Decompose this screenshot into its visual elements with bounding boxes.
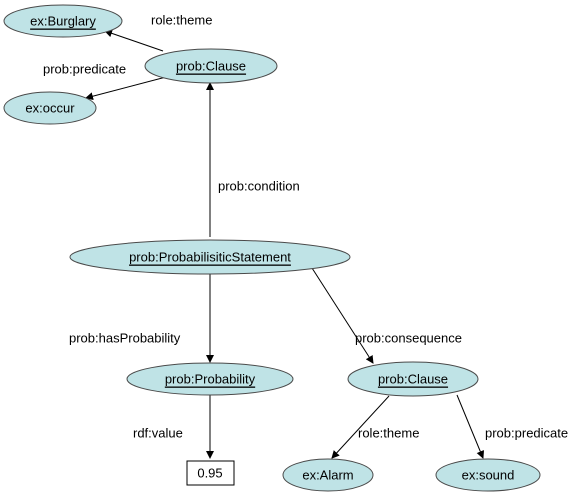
edge-label-has-probability: prob:hasProbability — [69, 331, 181, 346]
edge-labels: role:theme prob:predicate prob:condition… — [43, 13, 568, 441]
node-sound-shape — [435, 458, 541, 492]
edge-bottom-theme — [331, 395, 390, 459]
node-sound-label: ex:sound — [462, 468, 515, 483]
node-alarm[interactable]: ex:Alarm — [282, 458, 374, 492]
node-clause-top-label: prob:Clause — [176, 59, 246, 74]
edge-label-consequence: prob:consequence — [355, 331, 462, 346]
node-probability[interactable]: prob:Probability — [126, 362, 294, 396]
node-clause-bottom-label: prob:Clause — [378, 372, 448, 387]
node-occur[interactable]: ex:occur — [3, 91, 97, 125]
node-sound[interactable]: ex:sound — [435, 458, 541, 492]
edge-label-top-predicate: prob:predicate — [43, 62, 126, 77]
edge-top-predicate — [85, 76, 167, 101]
node-burglary[interactable]: ex:Burglary — [3, 4, 123, 38]
node-alarm-label: ex:Alarm — [302, 468, 353, 483]
node-value-label: 0.95 — [197, 466, 222, 481]
node-clause-top-shape — [144, 48, 278, 84]
node-clause-top[interactable]: prob:Clause — [144, 48, 278, 84]
edge-label-rdf-value: rdf:value — [133, 426, 183, 441]
node-value[interactable]: 0.95 — [186, 460, 235, 486]
edge-label-top-theme: role:theme — [151, 13, 212, 28]
node-probability-label: prob:Probability — [165, 372, 256, 387]
node-burglary-shape — [3, 4, 123, 38]
edge-top-theme — [104, 29, 164, 52]
node-statement[interactable]: prob:ProbabilisiticStatement — [69, 239, 351, 275]
edge-bottom-predicate — [456, 394, 485, 459]
node-statement-label: prob:ProbabilisiticStatement — [129, 250, 291, 265]
node-clause-bottom-shape — [347, 361, 479, 397]
edge-label-bottom-theme: role:theme — [358, 426, 419, 441]
node-occur-label: ex:occur — [25, 101, 75, 116]
node-burglary-label: ex:Burglary — [30, 14, 96, 29]
edge-label-bottom-predicate: prob:predicate — [485, 426, 568, 441]
edges — [85, 29, 485, 459]
node-value-shape — [186, 460, 235, 486]
node-statement-shape — [69, 239, 351, 275]
edge-consequence — [311, 267, 374, 364]
edge-label-condition: prob:condition — [218, 179, 300, 194]
node-occur-shape — [3, 91, 97, 125]
node-alarm-shape — [282, 458, 374, 492]
node-clause-bottom[interactable]: prob:Clause — [347, 361, 479, 397]
node-probability-shape — [126, 362, 294, 396]
